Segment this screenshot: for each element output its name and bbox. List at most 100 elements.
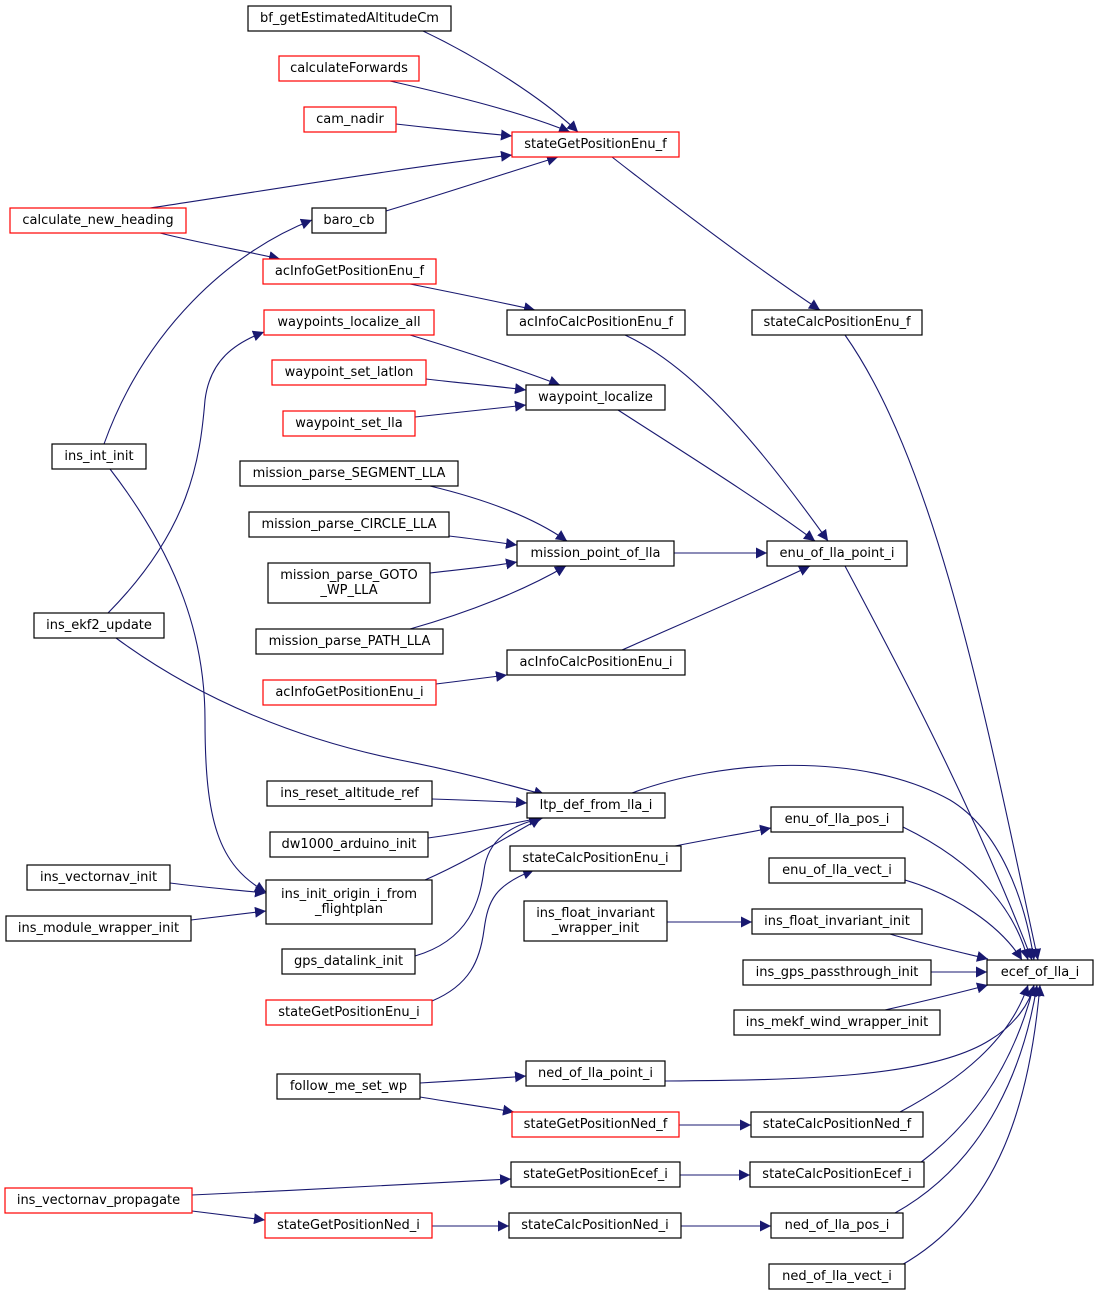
node-stateCalcPositionNed_i[interactable]: stateCalcPositionNed_i <box>508 1212 682 1239</box>
node-follow_me_set_wp[interactable]: follow_me_set_wp <box>276 1073 421 1100</box>
node-box[interactable] <box>506 649 686 676</box>
node-box[interactable] <box>751 309 923 336</box>
node-stateGetPositionEnu_f[interactable]: stateGetPositionEnu_f <box>511 131 680 158</box>
node-box[interactable] <box>768 857 906 884</box>
node-mission_parse_GOTO_WP_LLA[interactable]: mission_parse_GOTO_WP_LLA <box>267 562 431 604</box>
node-box[interactable] <box>986 959 1094 986</box>
node-box[interactable] <box>281 948 416 975</box>
node-box[interactable] <box>265 879 433 925</box>
node-box[interactable] <box>282 410 416 437</box>
node-stateCalcPositionEnu_i[interactable]: stateCalcPositionEnu_i <box>509 845 682 872</box>
node-box[interactable] <box>770 1212 904 1239</box>
node-box[interactable] <box>768 1263 906 1290</box>
node-box[interactable] <box>269 831 429 858</box>
node-box[interactable] <box>516 540 675 567</box>
node-mission_parse_PATH_LLA[interactable]: mission_parse_PATH_LLA <box>255 628 444 655</box>
node-ins_float_invariant_init[interactable]: ins_float_invariant_init <box>751 908 923 935</box>
node-stateCalcPositionNed_f[interactable]: stateCalcPositionNed_f <box>750 1111 924 1138</box>
node-stateCalcPositionEcef_i[interactable]: stateCalcPositionEcef_i <box>749 1161 925 1188</box>
node-box[interactable] <box>267 562 431 604</box>
node-cam_nadir[interactable]: cam_nadir <box>303 106 397 133</box>
node-mission_point_of_lla[interactable]: mission_point_of_lla <box>516 540 675 567</box>
node-box[interactable] <box>509 845 682 872</box>
node-box[interactable] <box>9 207 187 234</box>
node-ins_float_invariant_wrapper_init[interactable]: ins_float_invariant_wrapper_init <box>523 900 668 942</box>
node-waypoints_localize_all[interactable]: waypoints_localize_all <box>263 309 435 336</box>
node-box[interactable] <box>525 384 666 411</box>
node-bf_getEstimatedAltitudeCm[interactable]: bf_getEstimatedAltitudeCm <box>247 5 452 32</box>
node-ins_module_wrapper_init[interactable]: ins_module_wrapper_init <box>5 915 192 942</box>
node-box[interactable] <box>239 460 459 487</box>
node-waypoint_set_lla[interactable]: waypoint_set_lla <box>282 410 416 437</box>
node-dw1000_arduino_init[interactable]: dw1000_arduino_init <box>269 831 429 858</box>
node-box[interactable] <box>766 540 908 567</box>
node-mission_parse_SEGMENT_LLA[interactable]: mission_parse_SEGMENT_LLA <box>239 460 459 487</box>
node-box[interactable] <box>510 1161 681 1188</box>
node-box[interactable] <box>266 780 433 807</box>
node-box[interactable] <box>255 628 444 655</box>
node-box[interactable] <box>770 806 904 833</box>
node-box[interactable] <box>750 1111 924 1138</box>
node-box[interactable] <box>264 1212 433 1239</box>
node-acInfoGetPositionEnu_i[interactable]: acInfoGetPositionEnu_i <box>262 679 437 706</box>
node-box[interactable] <box>51 443 147 470</box>
node-ins_init_origin_i_from_flightplan[interactable]: ins_init_origin_i_from_flightplan <box>265 879 433 925</box>
node-ins_int_init[interactable]: ins_int_init <box>51 443 147 470</box>
node-calculateForwards[interactable]: calculateForwards <box>278 55 420 82</box>
node-ecef_of_lla_i[interactable]: ecef_of_lla_i <box>986 959 1094 986</box>
node-ins_vectornav_init[interactable]: ins_vectornav_init <box>26 864 171 891</box>
node-box[interactable] <box>508 1212 682 1239</box>
node-stateGetPositionEcef_i[interactable]: stateGetPositionEcef_i <box>510 1161 681 1188</box>
node-enu_of_lla_pos_i[interactable]: enu_of_lla_pos_i <box>770 806 904 833</box>
node-box[interactable] <box>523 900 668 942</box>
node-calculate_new_heading[interactable]: calculate_new_heading <box>9 207 187 234</box>
node-ins_ekf2_update[interactable]: ins_ekf2_update <box>33 612 165 639</box>
node-box[interactable] <box>263 309 435 336</box>
node-waypoint_localize[interactable]: waypoint_localize <box>525 384 666 411</box>
node-ins_gps_passthrough_init[interactable]: ins_gps_passthrough_init <box>742 959 932 986</box>
node-box[interactable] <box>511 1111 680 1138</box>
node-stateGetPositionEnu_i[interactable]: stateGetPositionEnu_i <box>265 999 433 1026</box>
node-stateGetPositionNed_f[interactable]: stateGetPositionNed_f <box>511 1111 680 1138</box>
node-enu_of_lla_vect_i[interactable]: enu_of_lla_vect_i <box>768 857 906 884</box>
node-box[interactable] <box>733 1009 941 1036</box>
node-box[interactable] <box>525 1060 666 1087</box>
node-box[interactable] <box>248 511 450 538</box>
node-box[interactable] <box>271 359 427 386</box>
node-baro_cb[interactable]: baro_cb <box>311 207 387 234</box>
node-box[interactable] <box>742 959 932 986</box>
node-acInfoCalcPositionEnu_i[interactable]: acInfoCalcPositionEnu_i <box>506 649 686 676</box>
node-mission_parse_CIRCLE_LLA[interactable]: mission_parse_CIRCLE_LLA <box>248 511 450 538</box>
node-box[interactable] <box>751 908 923 935</box>
node-acInfoCalcPositionEnu_f[interactable]: acInfoCalcPositionEnu_f <box>506 309 686 336</box>
node-box[interactable] <box>262 679 437 706</box>
node-ins_reset_altitude_ref[interactable]: ins_reset_altitude_ref <box>266 780 433 807</box>
node-box[interactable] <box>303 106 397 133</box>
node-ins_vectornav_propagate[interactable]: ins_vectornav_propagate <box>4 1187 193 1214</box>
node-ned_of_lla_vect_i[interactable]: ned_of_lla_vect_i <box>768 1263 906 1290</box>
node-box[interactable] <box>262 258 437 285</box>
node-box[interactable] <box>276 1073 421 1100</box>
node-waypoint_set_latlon[interactable]: waypoint_set_latlon <box>271 359 427 386</box>
node-stateCalcPositionEnu_f[interactable]: stateCalcPositionEnu_f <box>751 309 923 336</box>
node-box[interactable] <box>5 915 192 942</box>
node-box[interactable] <box>749 1161 925 1188</box>
node-box[interactable] <box>278 55 420 82</box>
node-ltp_def_from_lla_i[interactable]: ltp_def_from_lla_i <box>526 792 666 819</box>
node-box[interactable] <box>526 792 666 819</box>
node-box[interactable] <box>26 864 171 891</box>
node-gps_datalink_init[interactable]: gps_datalink_init <box>281 948 416 975</box>
node-box[interactable] <box>311 207 387 234</box>
node-box[interactable] <box>506 309 686 336</box>
node-box[interactable] <box>511 131 680 158</box>
node-enu_of_lla_point_i[interactable]: enu_of_lla_point_i <box>766 540 908 567</box>
node-ned_of_lla_pos_i[interactable]: ned_of_lla_pos_i <box>770 1212 904 1239</box>
node-box[interactable] <box>265 999 433 1026</box>
node-ned_of_lla_point_i[interactable]: ned_of_lla_point_i <box>525 1060 666 1087</box>
node-box[interactable] <box>33 612 165 639</box>
node-box[interactable] <box>247 5 452 32</box>
node-stateGetPositionNed_i[interactable]: stateGetPositionNed_i <box>264 1212 433 1239</box>
node-acInfoGetPositionEnu_f[interactable]: acInfoGetPositionEnu_f <box>262 258 437 285</box>
node-box[interactable] <box>4 1187 193 1214</box>
node-ins_mekf_wind_wrapper_init[interactable]: ins_mekf_wind_wrapper_init <box>733 1009 941 1036</box>
